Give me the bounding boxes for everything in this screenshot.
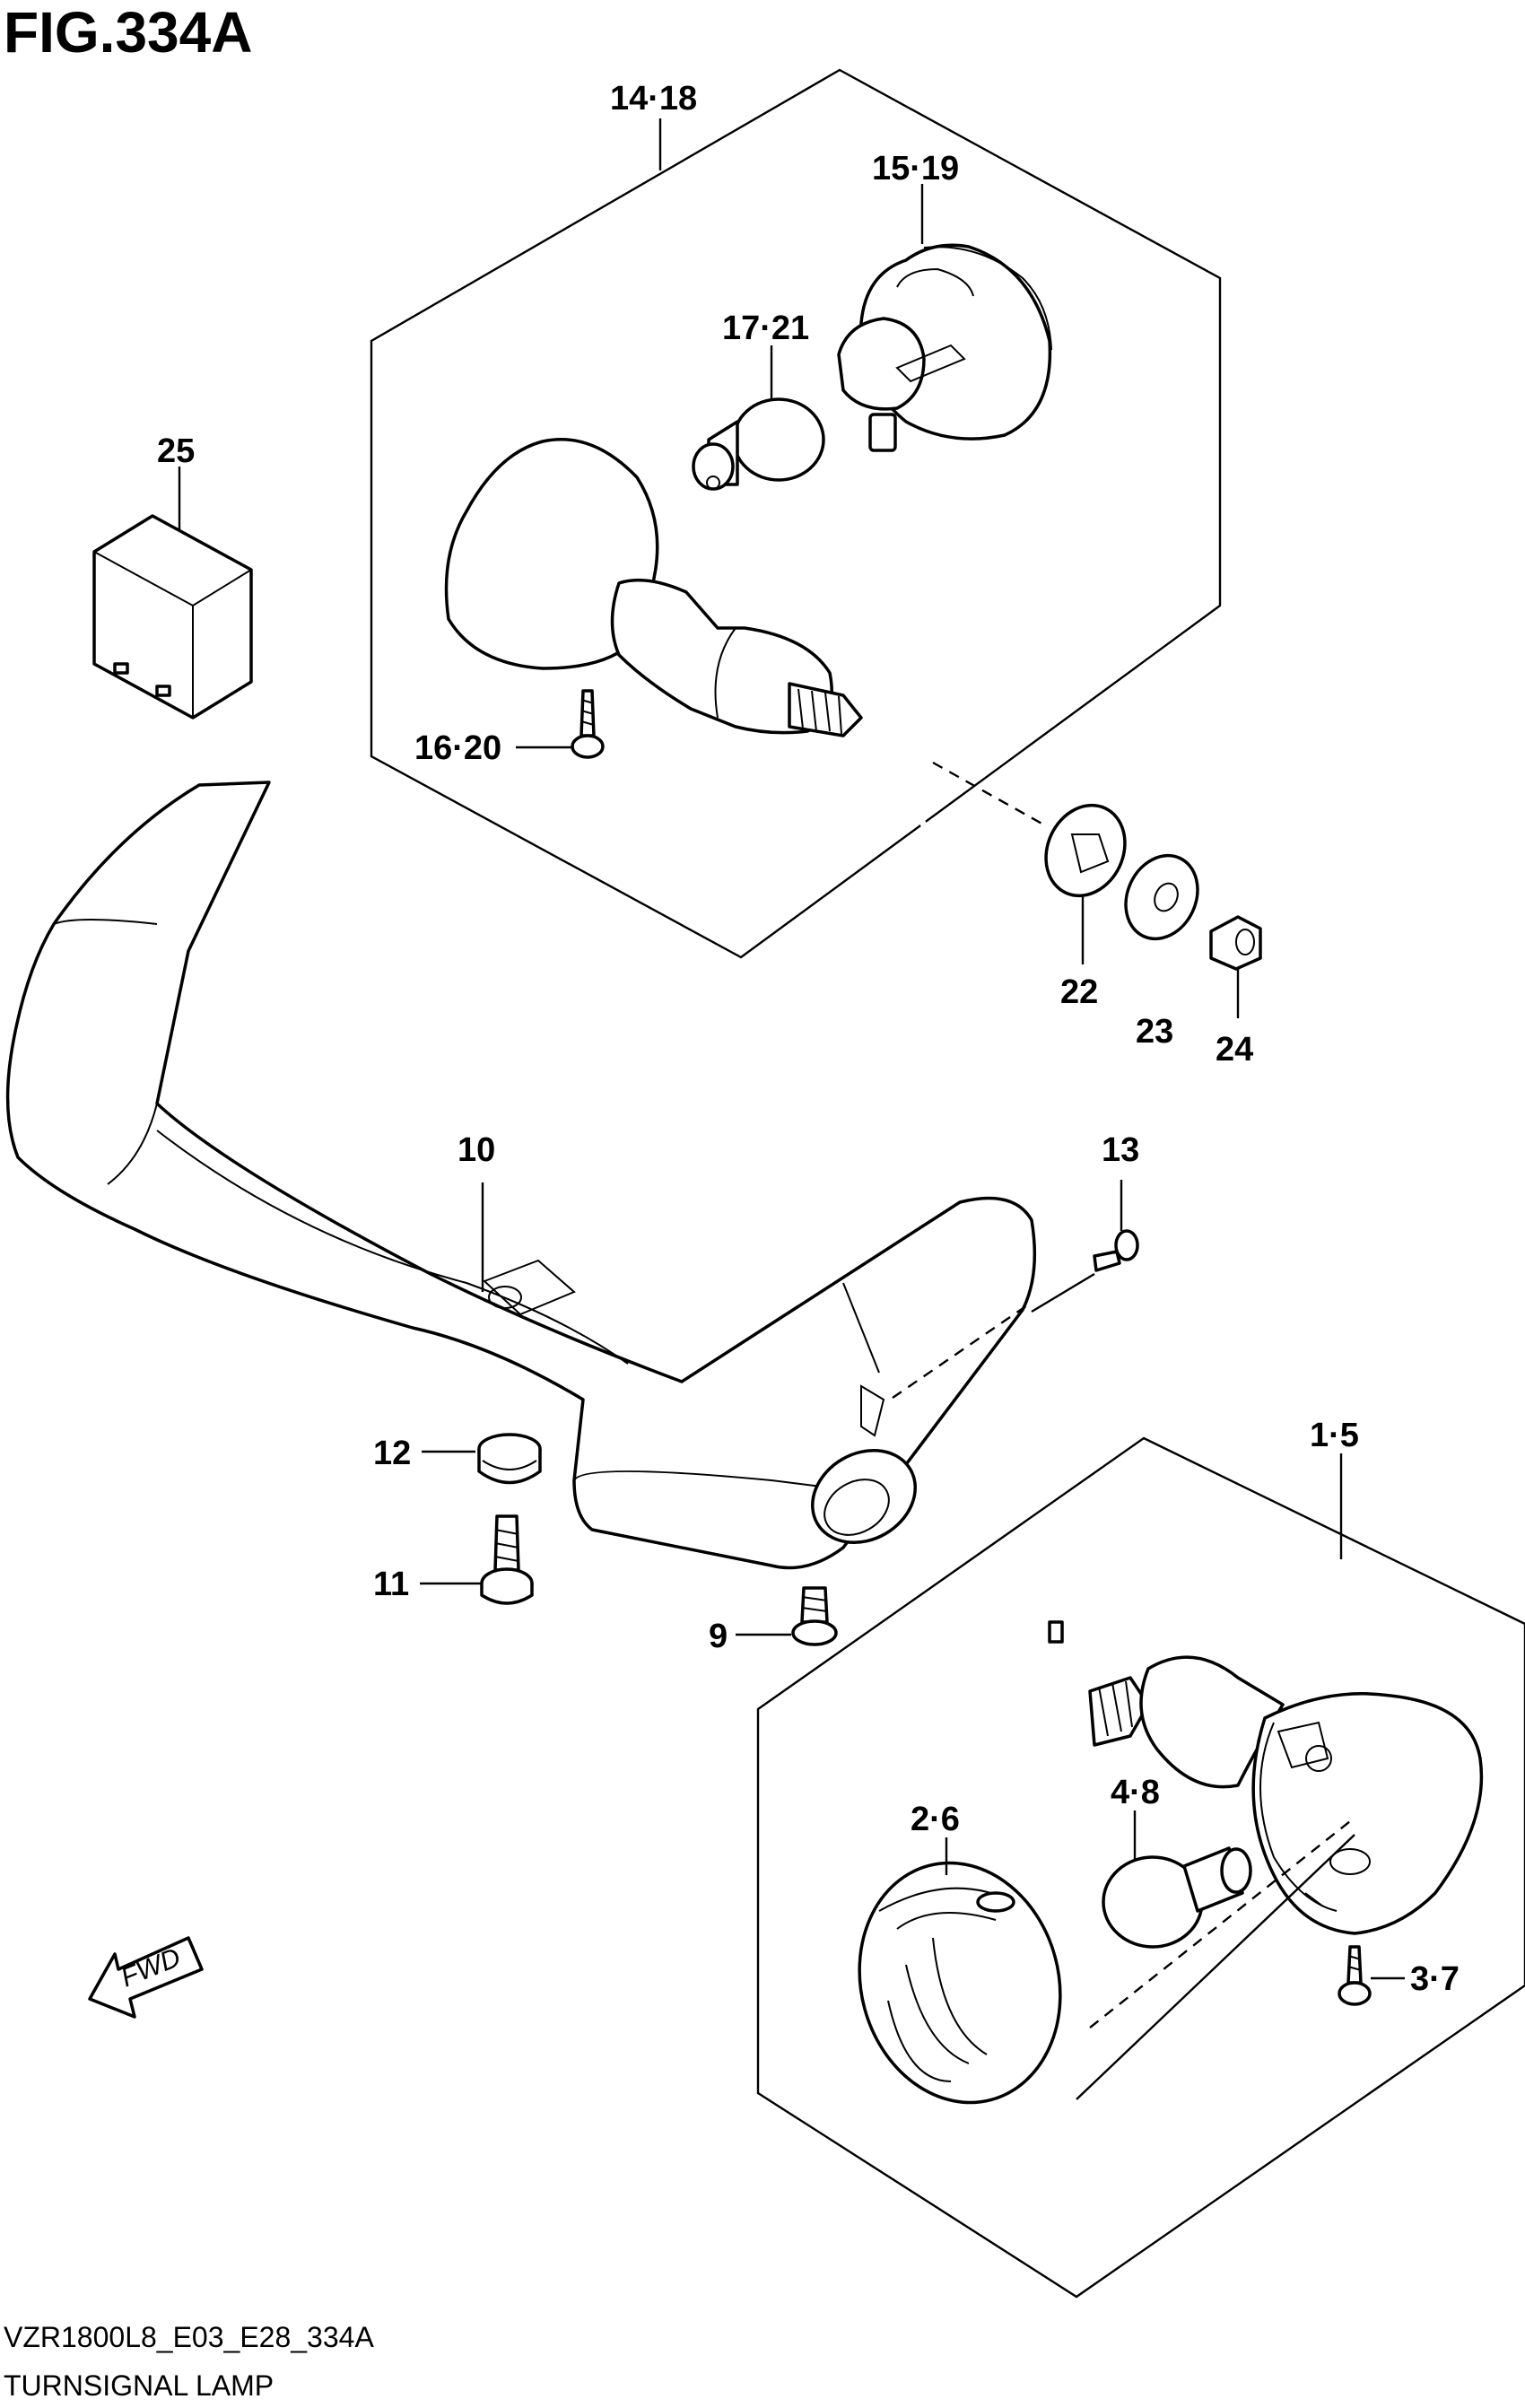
figure-caption: TURNSIGNAL LAMP xyxy=(4,2369,274,2402)
part-23-washer[interactable] xyxy=(1112,843,1210,950)
callout-2-6: 2·6 xyxy=(911,1801,960,1838)
callout-10: 10 xyxy=(458,1131,495,1169)
part-25-relay[interactable] xyxy=(92,514,253,720)
callout-3-7: 3·7 xyxy=(1410,1960,1460,1998)
figure-code: VZR1800L8_E03_E28_334A xyxy=(4,2321,374,2353)
leader-bracket-13 xyxy=(1031,1272,1095,1313)
part-11-bolt[interactable] xyxy=(480,1514,534,1605)
callout-4-8: 4·8 xyxy=(1111,1774,1160,1811)
part-15-19-lens-housing[interactable] xyxy=(837,243,1052,452)
part-12-grommet[interactable] xyxy=(477,1433,542,1485)
part-16-20-screw[interactable] xyxy=(571,689,605,759)
callout-15-19: 15·19 xyxy=(872,150,959,188)
part-10-bracket[interactable] xyxy=(5,781,1037,1570)
callout-12: 12 xyxy=(373,1435,411,1472)
callout-24: 24 xyxy=(1216,1031,1253,1069)
callout-22: 22 xyxy=(1060,973,1098,1011)
part-13-screw[interactable] xyxy=(1093,1229,1139,1272)
callout-14-18: 14·18 xyxy=(610,80,697,118)
leader-lens-lower xyxy=(1076,1834,1355,2100)
part-22-grommet[interactable] xyxy=(1032,792,1139,909)
upper-lamp-body[interactable] xyxy=(444,438,928,827)
lower-lamp-body[interactable] xyxy=(1042,1620,1484,1935)
callout-9: 9 xyxy=(709,1618,728,1655)
callout-leaders xyxy=(178,118,1405,1980)
part-24-nut[interactable] xyxy=(1209,915,1262,971)
part-3-7-screw[interactable] xyxy=(1338,1945,1372,2006)
callout-11: 11 xyxy=(373,1566,409,1603)
lower-assembly-frame xyxy=(756,1436,1525,2299)
part-2-6-lens[interactable] xyxy=(833,1840,1086,2125)
callout-13: 13 xyxy=(1102,1131,1139,1169)
part-9-screw[interactable] xyxy=(791,1586,838,1646)
part-4-8-bulb[interactable] xyxy=(1102,1846,1252,1949)
callout-1-5: 1·5 xyxy=(1310,1417,1359,1454)
leader-dash-upper xyxy=(932,761,1046,827)
part-17-21-bulb[interactable] xyxy=(692,397,825,491)
callout-16-20: 16·20 xyxy=(414,729,501,767)
leader-dash-bracket xyxy=(892,1304,1028,1399)
callout-17-21: 17·21 xyxy=(722,310,809,347)
fwd-arrow-icon: FWD xyxy=(88,1936,204,2019)
callout-25: 25 xyxy=(157,432,195,470)
upper-assembly-frame xyxy=(370,68,1222,959)
figure-title: FIG.334A xyxy=(4,0,252,65)
callout-23: 23 xyxy=(1136,1013,1173,1051)
